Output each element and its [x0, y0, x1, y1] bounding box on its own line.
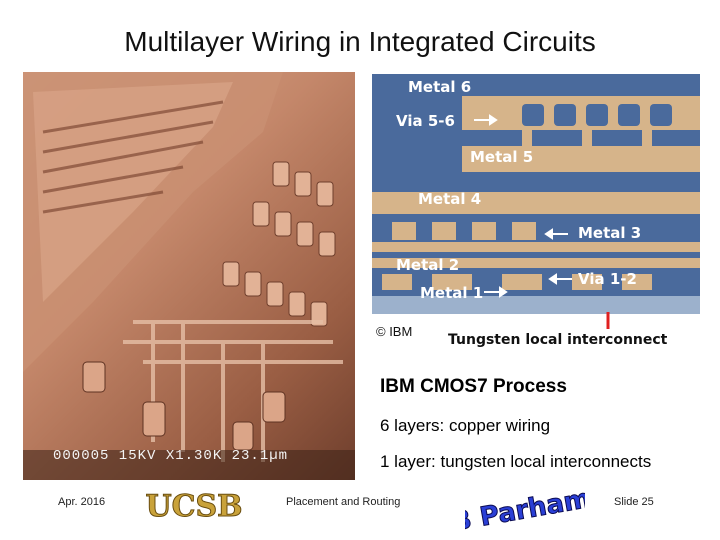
- sem-structure-drawing: [23, 72, 355, 480]
- footer-slide-number: Slide 25: [614, 496, 654, 508]
- label-metal-4: Metal 4: [418, 190, 482, 208]
- ucsb-logo: UCSB: [140, 484, 248, 526]
- label-metal-3: Metal 3: [578, 224, 642, 242]
- label-via-1-2: Via 1-2: [578, 270, 637, 288]
- process-title: IBM CMOS7 Process: [380, 376, 567, 397]
- footer-title: Placement and Routing: [286, 496, 401, 508]
- bullet-tungsten: 1 layer: tungsten local interconnects: [380, 452, 652, 471]
- label-via-5-6: Via 5-6: [396, 112, 455, 130]
- cross-section-image: Metal 6 Via 5-6 Metal 5 Metal 4 Metal 3 …: [372, 74, 700, 354]
- slide-title: Multilayer Wiring in Integrated Circuits: [124, 26, 596, 57]
- bullet-copper: 6 layers: copper wiring: [380, 416, 551, 435]
- label-metal-1: Metal 1: [420, 284, 484, 302]
- footer-date: Apr. 2016: [58, 496, 106, 508]
- author-logo: B Parhami: [465, 482, 585, 532]
- label-metal-2: Metal 2: [396, 256, 460, 274]
- sem-micrograph: 000005 15KV X1.30K 23.1µm: [23, 72, 355, 480]
- svg-text:B Parhami: B Parhami: [465, 482, 585, 532]
- tungsten-label: Tungsten local interconnect: [448, 332, 668, 348]
- label-metal-5: Metal 5: [470, 148, 534, 166]
- svg-text:UCSB: UCSB: [145, 489, 242, 524]
- cross-section-drawing: [372, 74, 700, 329]
- sem-caption: 000005 15KV X1.30K 23.1µm: [53, 448, 289, 464]
- copyright-text: © IBM: [376, 324, 413, 339]
- label-metal-6: Metal 6: [408, 78, 472, 96]
